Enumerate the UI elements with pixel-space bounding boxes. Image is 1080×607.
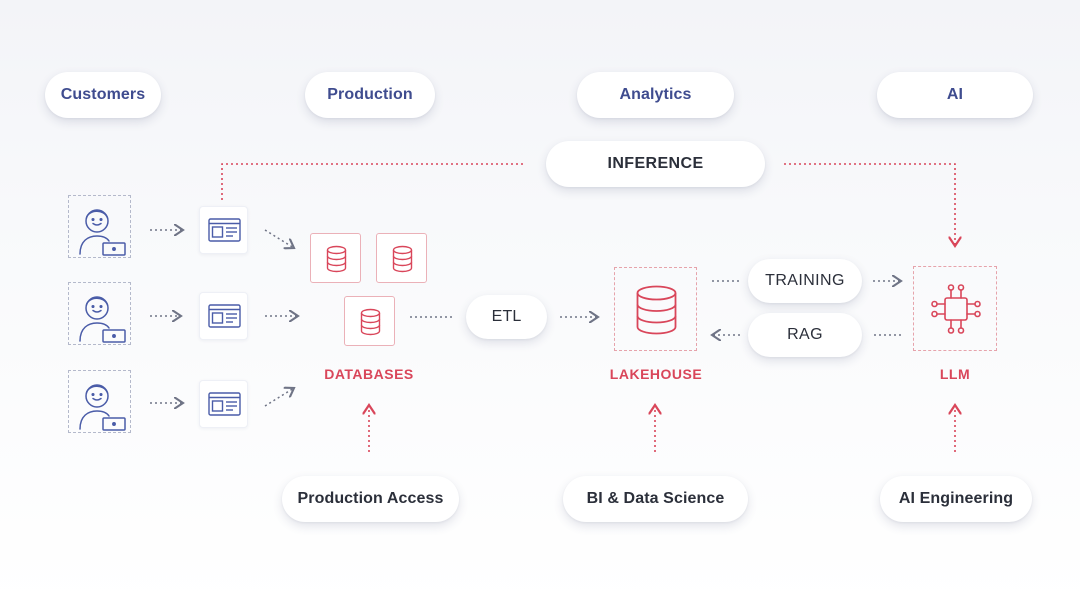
- lakehouse-box: [614, 267, 697, 351]
- user-with-laptop-icon: [79, 384, 126, 431]
- database-icon: [392, 245, 413, 273]
- column-production: Production: [305, 72, 435, 118]
- training-pill: TRAINING: [748, 259, 862, 303]
- bi-data-science-pill: BI & Data Science: [563, 476, 748, 522]
- app-db-arrow: [264, 229, 294, 248]
- customer-user: [68, 195, 131, 258]
- chip-icon: [931, 284, 981, 334]
- database-large-icon: [636, 285, 677, 335]
- database-box: [310, 233, 361, 283]
- user-with-laptop-icon: [79, 296, 126, 343]
- ai-engineering-pill: AI Engineering: [880, 476, 1032, 522]
- database-box: [344, 296, 395, 346]
- database-box: [376, 233, 427, 283]
- production-access-pill: Production Access: [282, 476, 459, 522]
- databases-label: DATABASES: [324, 366, 414, 382]
- production-app: [199, 206, 248, 254]
- database-icon: [326, 245, 347, 273]
- column-ai: AI: [877, 72, 1033, 118]
- customer-user: [68, 370, 131, 433]
- llm-label: LLM: [939, 366, 971, 382]
- app-db-arrow: [264, 388, 294, 407]
- inference-pill: INFERENCE: [546, 141, 765, 187]
- production-app: [199, 292, 248, 340]
- lakehouse-label: LAKEHOUSE: [609, 366, 703, 382]
- column-analytics: Analytics: [577, 72, 734, 118]
- database-icon: [360, 308, 381, 336]
- customer-user: [68, 282, 131, 345]
- app-window-icon: [208, 218, 241, 242]
- app-window-icon: [208, 392, 241, 416]
- rag-pill: RAG: [748, 313, 862, 357]
- column-customers: Customers: [45, 72, 161, 118]
- llm-box: [913, 266, 997, 351]
- user-with-laptop-icon: [79, 209, 126, 256]
- production-app: [199, 380, 248, 428]
- inference-connector: [221, 163, 955, 246]
- etl-pill: ETL: [466, 295, 547, 339]
- app-window-icon: [208, 304, 241, 328]
